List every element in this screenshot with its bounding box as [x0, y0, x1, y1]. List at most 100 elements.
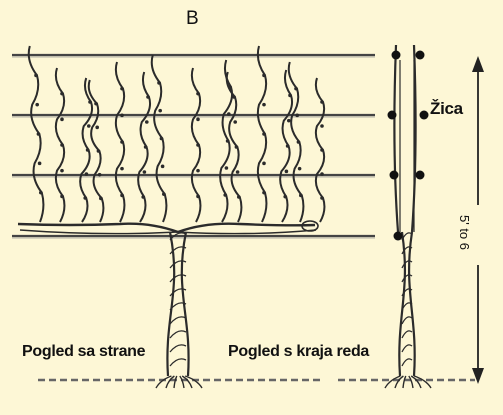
height-label: 5' to 6 [457, 215, 472, 250]
shoot-node [88, 100, 92, 104]
shoot-node [86, 148, 90, 152]
wire-end-dot [390, 171, 399, 180]
shoot-node [320, 172, 324, 176]
shoot-node [144, 145, 148, 149]
cordon-arm-under [20, 230, 316, 234]
shoot-node [196, 169, 200, 173]
side-trunk-twist [170, 331, 186, 338]
end-view-shoot [394, 45, 398, 232]
end-roots [403, 376, 406, 388]
shoot-node [60, 169, 64, 173]
shoot-node [161, 165, 165, 169]
shoot-node [160, 137, 164, 141]
shoot-node [196, 195, 200, 199]
shoot-node [37, 132, 41, 136]
wire-end-dot [388, 111, 397, 120]
end-trunk-twist [402, 359, 412, 366]
shoot-node [158, 109, 162, 113]
shoot-node [120, 114, 124, 118]
shoot-node [236, 170, 240, 174]
shoot-node [223, 193, 227, 197]
shoot-node [320, 148, 324, 152]
side-roots [174, 376, 177, 388]
shoot-node [297, 140, 301, 144]
shoot-node [262, 191, 266, 195]
wire-end-dot [394, 232, 403, 241]
shoot-node [34, 74, 38, 78]
shoot-node [87, 124, 91, 128]
side-roots [180, 376, 184, 388]
shoot-node [320, 100, 324, 104]
end-view-label: Pogled s kraja reda [228, 343, 369, 361]
shoot-node [262, 162, 266, 166]
shoot-node [39, 191, 43, 195]
end-roots [414, 376, 431, 388]
shoot-node [320, 196, 324, 200]
shoot-node [145, 120, 149, 124]
shoot-cane [152, 55, 167, 222]
shoot-node [287, 119, 291, 123]
shoot-node [235, 145, 239, 149]
shoot-node [60, 143, 64, 147]
side-trunk-twist [170, 261, 186, 268]
side-trunk-twist [170, 345, 186, 352]
shoot-node [262, 74, 266, 78]
shoot-node [162, 192, 166, 196]
shoot-node [226, 139, 230, 143]
shoot-node [98, 173, 102, 177]
shoot-node [120, 194, 124, 198]
cordon-arm-left [18, 224, 178, 232]
shoot-node [232, 95, 236, 99]
shoot-node [143, 170, 147, 174]
wire-end-dot [420, 111, 429, 120]
shoot-node [38, 162, 42, 166]
end-trunk-twist [402, 261, 412, 268]
shoot-node [283, 195, 287, 199]
shoot-node [233, 120, 237, 124]
wire-label: Žica [430, 99, 463, 119]
shoot-node [196, 143, 200, 147]
shoot-node [196, 92, 200, 96]
shoot-node [97, 149, 101, 153]
shoot-node [60, 195, 64, 199]
end-roots [409, 376, 413, 388]
shoot-node [120, 140, 124, 144]
shoot-node [227, 112, 231, 116]
shoot-node [262, 132, 266, 136]
shoot-node [85, 172, 89, 176]
shoot-node [35, 103, 39, 107]
side-trunk-twist [170, 317, 186, 324]
panel-letter: B [186, 8, 199, 30]
shoot-node [295, 114, 299, 118]
shoot-node [146, 95, 150, 99]
side-view-label: Pogled sa strane [22, 343, 145, 361]
shoot-node [95, 126, 99, 130]
height-arrow-head-top [472, 56, 484, 72]
shoot-node [60, 92, 64, 96]
shoot-node [141, 195, 145, 199]
shoot-node [120, 87, 124, 91]
shoot-node [99, 197, 103, 201]
side-trunk-twist [170, 275, 186, 282]
shoot-node [83, 196, 87, 200]
end-trunk-twist [402, 331, 412, 338]
cordon-arm-right [178, 224, 315, 232]
shoot-node [298, 167, 302, 171]
wire-end-dot [416, 51, 425, 60]
shoot-node [196, 118, 200, 122]
shoot-node [285, 170, 289, 174]
height-arrow-head-bottom [472, 368, 484, 384]
shoot-node [299, 194, 303, 198]
shoot-node [262, 103, 266, 107]
shoot-node [288, 94, 292, 98]
side-trunk-twist [170, 359, 186, 366]
end-trunk-twist [402, 317, 412, 324]
shoot-node [237, 195, 241, 199]
wire-end-dot [416, 171, 425, 180]
wire-end-dot [392, 51, 401, 60]
shoot-node [225, 166, 229, 170]
shoot-cane [289, 62, 304, 222]
shoot-node [120, 167, 124, 171]
shoot-cane [29, 46, 44, 222]
